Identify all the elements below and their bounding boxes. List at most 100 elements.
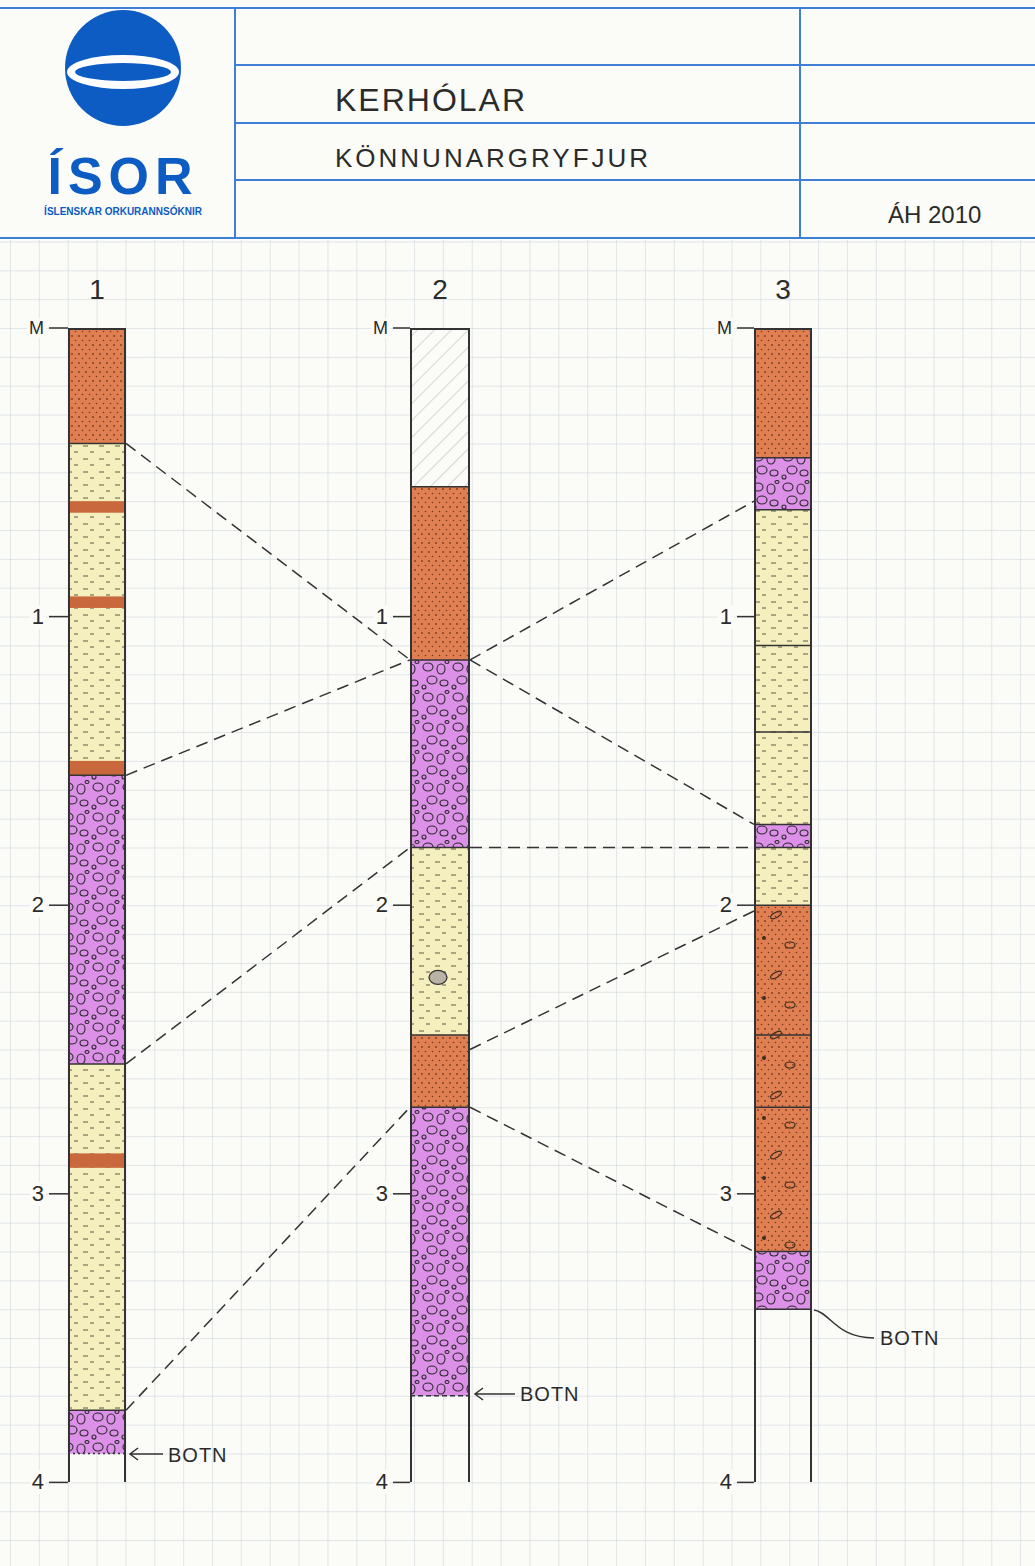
stratum: [754, 1252, 812, 1310]
correlation-line: [126, 660, 410, 775]
depth-number: 1: [30, 605, 46, 629]
stratum-texture: [410, 328, 470, 487]
title: KERHÓLAR: [335, 84, 527, 116]
depth-tick: [393, 1482, 410, 1484]
stratum-texture: [754, 847, 812, 905]
depth-number: 2: [30, 893, 46, 917]
stratum-texture: [68, 328, 126, 443]
depth-tick: [737, 904, 754, 906]
correlation-line: [126, 847, 410, 1063]
stratum-boundary: [754, 904, 812, 906]
stratum-boundary: [68, 775, 126, 777]
stratum-boundary: [754, 1034, 812, 1036]
thin-band: [68, 501, 126, 513]
stratum-boundary: [754, 731, 812, 733]
stratum: [68, 1064, 126, 1410]
stratum-boundary: [754, 457, 812, 459]
stratum-boundary: [754, 509, 812, 511]
stratum-boundary: [754, 1251, 812, 1253]
stratum-boundary: [410, 659, 470, 661]
depth-tick: [393, 616, 410, 618]
column-number: 3: [775, 276, 791, 304]
depth-number: 1: [374, 605, 390, 629]
stratum-texture: [754, 510, 812, 825]
stratum-boundary: [410, 1106, 470, 1108]
depth-tick: [737, 1482, 754, 1484]
stratum-texture: [754, 905, 812, 1251]
depth-tick: [737, 1193, 754, 1195]
stratum-boundary: [410, 1034, 470, 1036]
depth-number: 3: [30, 1182, 46, 1206]
stratum-texture: [68, 1064, 126, 1410]
correlation-line: [470, 501, 754, 660]
thin-band: [68, 761, 126, 775]
correlation-line: [470, 1107, 754, 1251]
stratum-boundary: [410, 847, 470, 849]
correlation-line: [470, 911, 754, 1050]
stratum: [754, 458, 812, 510]
stratum: [410, 328, 470, 487]
logo-wordmark: ÍSOR: [47, 150, 198, 202]
stratum: [754, 328, 812, 458]
thin-band: [68, 1153, 126, 1167]
frame-line: [0, 7, 1035, 9]
depth-number: 4: [718, 1470, 734, 1494]
author-date: ÁH 2010: [888, 203, 981, 227]
column-number: 2: [432, 276, 448, 304]
correlation-line: [470, 847, 754, 849]
graph-paper: [0, 240, 1035, 1566]
depth-tick: [393, 327, 410, 329]
stratum-texture: [410, 847, 470, 1035]
stratum-boundary: [410, 486, 470, 488]
stratum-texture: [754, 458, 812, 510]
stratum: [754, 824, 812, 847]
stratum-texture: [68, 1410, 126, 1453]
stratum: [754, 847, 812, 905]
header-frame: [0, 8, 1035, 238]
depth-tick: [49, 1482, 68, 1484]
correlation-line: [126, 1107, 410, 1410]
stratum: [754, 510, 812, 825]
depth-tick: [49, 616, 68, 618]
depth-number: 3: [718, 1182, 734, 1206]
arrow-leader: [475, 1388, 515, 1400]
depth-unit: M: [715, 318, 734, 338]
stratum-boundary: [754, 824, 812, 826]
stratum: [410, 660, 470, 848]
stratum: [754, 905, 812, 1251]
bottom-line: [754, 1308, 812, 1310]
stratum: [68, 775, 126, 1064]
depth-number: 3: [374, 1182, 390, 1206]
stratum: [410, 487, 470, 660]
arrow-leader: [130, 1448, 163, 1460]
correlation-line: [470, 660, 754, 825]
stratum-texture: [68, 443, 126, 775]
thin-band: [68, 596, 126, 608]
stratum-texture: [68, 775, 126, 1064]
depth-unit: M: [27, 318, 46, 338]
trench-column: 3: [754, 328, 812, 1482]
logo-subtitle: ÍSLENSKAR ORKURANNSÓKNIR: [44, 207, 202, 217]
stratum-texture: [754, 1252, 812, 1310]
bottom-line: [68, 1453, 126, 1455]
bottom-label: BOTN: [880, 1328, 940, 1348]
depth-number: 2: [374, 893, 390, 917]
stratum-texture: [410, 1107, 470, 1396]
stratum-boundary: [754, 645, 812, 647]
stratum: [410, 847, 470, 1035]
trench-strata: [49, 328, 126, 1482]
depth-tick: [737, 616, 754, 618]
logo-band-inner: [75, 63, 171, 81]
stratum: [410, 1035, 470, 1107]
trench-column: 1: [68, 328, 126, 1482]
frame-line: [0, 237, 1035, 239]
logo-band: [67, 55, 179, 89]
frame-line: [235, 122, 1035, 124]
stratum-boundary: [754, 1106, 812, 1108]
stratum: [68, 328, 126, 443]
depth-number: 1: [718, 605, 734, 629]
depth-unit: M: [371, 318, 390, 338]
stratum-texture: [410, 1035, 470, 1107]
